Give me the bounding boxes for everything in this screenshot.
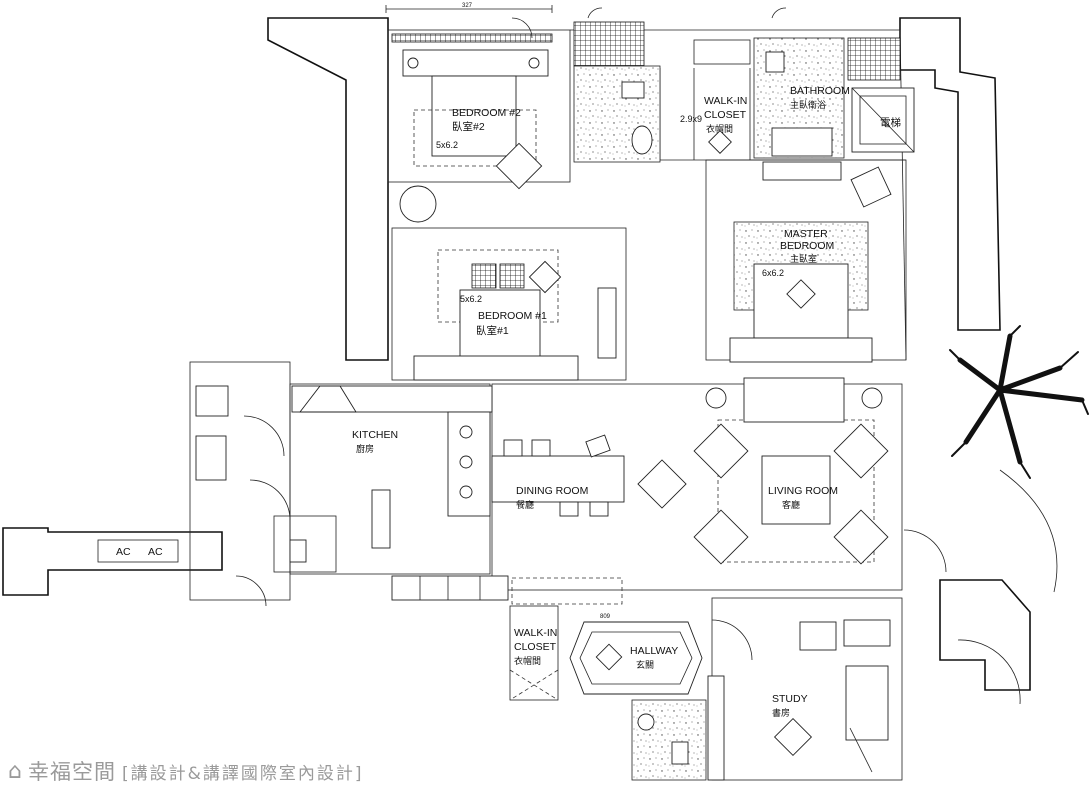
walkin-closet-top-dim: 2.9x9 xyxy=(680,114,702,124)
kitchen: KITCHEN 廚房 xyxy=(195,385,493,549)
walkin-closet-top-label-1: WALK-IN xyxy=(704,95,747,107)
powder-room xyxy=(273,515,337,573)
bathroom-label-zh: 主臥衛浴 xyxy=(790,99,826,110)
watermark-brand: 幸福空間 xyxy=(27,760,116,784)
living-room: LIVING ROOM 客廳 xyxy=(693,377,889,565)
tree-icon xyxy=(949,325,1089,479)
exterior-wall-top-right xyxy=(899,17,1001,331)
dining-label-zh: 餐廳 xyxy=(516,499,534,510)
walkin-closet-top-label-zh: 衣帽間 xyxy=(706,123,733,134)
bedroom-2: BEDROOM #2 臥室#2 5x6.2 xyxy=(391,33,553,223)
exterior-wall-right-bottom xyxy=(939,579,1031,691)
study-label-zh: 書房 xyxy=(772,707,790,718)
bedroom-1-bed-size: 5x6.2 xyxy=(460,294,482,304)
walkin-closet-bottom-label-2: CLOSET xyxy=(514,641,557,653)
bedroom-1: BEDROOM #1 臥室#1 5x6.2 xyxy=(413,249,617,381)
hallway: 809 HALLWAY 玄關 xyxy=(569,614,703,695)
exterior-wall-top-left xyxy=(267,17,389,361)
walkin-closet-bottom-label-zh: 衣帽間 xyxy=(514,655,541,666)
living-label-zh: 客廳 xyxy=(782,499,800,510)
dining-room: DINING ROOM 餐廳 xyxy=(491,434,687,517)
bathroom-label: BATHROOM xyxy=(790,85,850,97)
kitchen-label-zh: 廚房 xyxy=(356,443,374,454)
master-label-1: MASTER xyxy=(784,228,828,240)
doors xyxy=(235,7,1058,705)
watermark-tagline: [講設計&講譯國際室內設計] xyxy=(121,763,364,784)
ac-label-1: AC xyxy=(116,546,131,558)
top-bathroom-2 xyxy=(573,21,661,163)
bedroom-2-bed-size: 5x6.2 xyxy=(436,140,458,150)
hallway-dimension: 809 xyxy=(600,614,611,620)
ac-label-2: AC xyxy=(148,546,163,558)
bedroom-1-label: BEDROOM #1 xyxy=(478,310,547,322)
bottom-cabinets xyxy=(391,575,623,605)
elevator: 電梯 xyxy=(851,87,915,153)
ac-ledge xyxy=(2,527,223,596)
bedroom-2-label-zh: 臥室#2 xyxy=(452,120,485,133)
ac-units: AC AC xyxy=(97,539,179,563)
hallway-label: HALLWAY xyxy=(630,645,678,657)
walkin-closet-bottom-label-1: WALK-IN xyxy=(514,627,557,639)
study: STUDY 書房 xyxy=(772,619,891,773)
dining-label: DINING ROOM xyxy=(516,485,588,497)
living-label: LIVING ROOM xyxy=(768,485,838,497)
walkin-closet-top-label-2: CLOSET xyxy=(704,109,747,121)
walkin-closet-top: WALK-IN CLOSET 衣帽間 2.9x9 xyxy=(680,39,751,154)
watermark: ⌂ 幸福空間 [講設計&講譯國際室內設計] xyxy=(8,756,364,786)
kitchen-label: KITCHEN xyxy=(352,429,398,441)
master-label-zh: 主臥室 xyxy=(790,253,817,264)
walkin-closet-bottom: WALK-IN CLOSET 衣帽間 xyxy=(509,605,559,701)
study-label: STUDY xyxy=(772,693,808,705)
bottom-bathroom xyxy=(631,675,725,781)
top-dimension-label: 327 xyxy=(462,3,473,9)
bedroom-1-label-zh: 臥室#1 xyxy=(476,324,509,337)
hallway-label-zh: 玄關 xyxy=(636,659,654,670)
master-bedroom: MASTER BEDROOM 主臥室 6x6.2 xyxy=(729,161,892,363)
elevator-label: 電梯 xyxy=(880,116,901,129)
top-dimension: 327 xyxy=(385,3,553,13)
bedroom-2-label: BEDROOM #2 xyxy=(452,107,521,119)
master-label-2: BEDROOM xyxy=(780,240,834,252)
master-bathroom: BATHROOM 主臥衛浴 xyxy=(753,37,901,159)
master-bed-size: 6x6.2 xyxy=(762,268,784,278)
house-icon: ⌂ xyxy=(8,758,22,784)
